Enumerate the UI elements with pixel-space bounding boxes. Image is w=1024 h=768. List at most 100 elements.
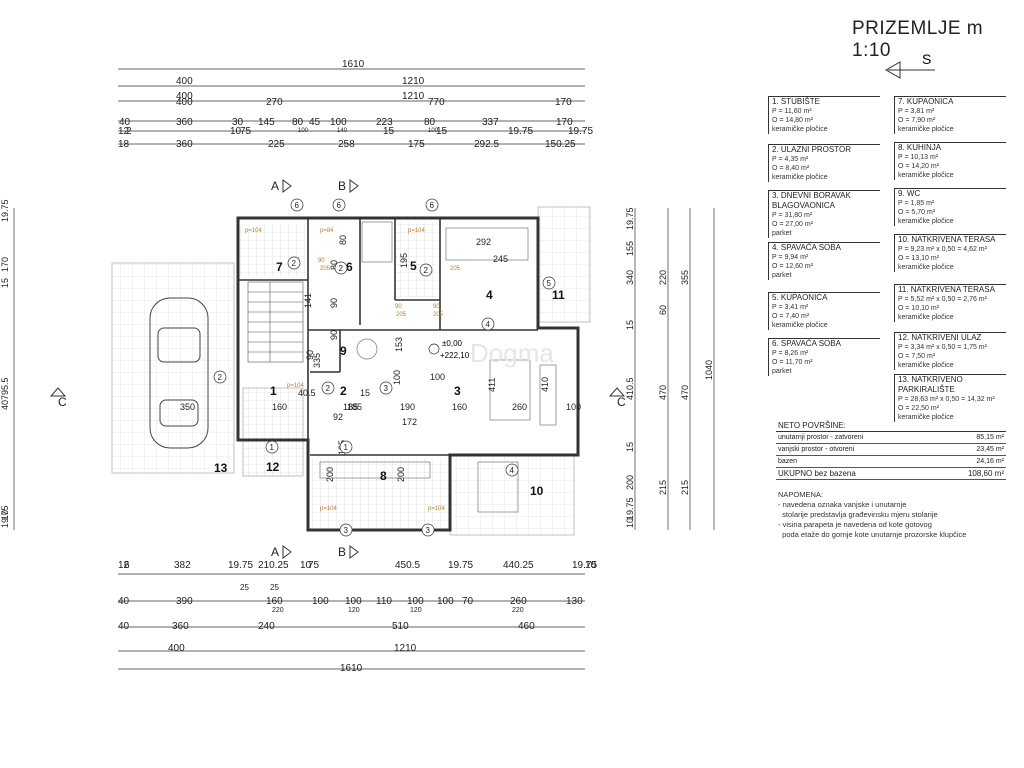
room-legend-area: P = 31,80 m² [768, 211, 880, 220]
room-legend-finish: parket [768, 367, 880, 376]
dim-bottom-row1: 75 [308, 560, 320, 571]
dim-bottom-row1: 19.75 [572, 560, 597, 571]
circle-mark [287, 256, 301, 270]
room-legend-area: P = 28,63 m² x 0,50 = 14,32 m² [894, 395, 1006, 404]
dim-bottom-row1: 440.25 [503, 560, 534, 571]
level-marker: ±0,00 +222,10 [428, 339, 470, 360]
room-legend-area: P = 4,35 m² [768, 155, 880, 164]
circle-mark-label: 2 [326, 384, 331, 393]
covered-terrace-11 [537, 206, 591, 323]
dim-top-row4: 337 [482, 117, 499, 128]
dim-top-row3: 770 [428, 97, 445, 108]
dim-right-2: 470 [658, 385, 668, 400]
dim-right-2: 60 [658, 305, 668, 315]
room-8-tiles [312, 458, 448, 528]
room-number-2: 2 [340, 384, 347, 398]
room-number-13: 13 [214, 461, 228, 475]
notes: NAPOMENA: - navedena oznaka vanjske i un… [778, 490, 1008, 540]
dim-bottom-row2-small: 120 [348, 607, 360, 614]
interior-dim: 411 [487, 378, 497, 392]
dim-top-row4b: 15 [436, 126, 448, 137]
dim-top-row3: 400 [176, 97, 193, 108]
dim-bottom-row1: 10 [300, 560, 312, 571]
interior-dim: 185 [343, 402, 358, 412]
interior-dim: 141 [303, 293, 313, 308]
dim-right-1: 200 [625, 475, 635, 490]
dim-top-total: 1610 [342, 59, 365, 70]
dim-top-row4: 145 [258, 117, 275, 128]
interior-walls [238, 218, 538, 456]
circle-mark-label: 5 [547, 279, 552, 288]
dim-top-row2: 400 [176, 91, 193, 102]
room-legend-name: 12. NATKRIVENI ULAZ [894, 332, 1006, 343]
section-label-c: C [617, 395, 626, 409]
circle-mark [505, 463, 519, 477]
dim-top-row4b: 2 [126, 126, 132, 137]
interior-small-label: 205 [450, 266, 461, 272]
dim-bottom-row2: 100 [407, 596, 424, 607]
dim-right-2: 220 [658, 270, 668, 285]
room-legend-finish: keramičke pločice [894, 263, 1006, 272]
dim-right-2: 215 [658, 480, 668, 495]
room-number-7: 7 [276, 260, 283, 274]
covered-entrance [242, 387, 304, 477]
room-legend-finish: keramičke pločice [768, 173, 880, 182]
circle-mark [213, 370, 227, 384]
parking-area [111, 262, 235, 474]
interior-dim: 40.5 [298, 388, 316, 398]
section-arrow [282, 545, 292, 559]
dim-bottom-row2: 110 [376, 596, 392, 607]
interior-dim: 100 [430, 372, 445, 382]
room-legend-area: P = 1,85 m² [894, 199, 1006, 208]
dim-right-1: 15 [625, 320, 635, 330]
room-legend-finish: keramičke pločice [768, 125, 880, 134]
dim-top-row4: 40 [119, 117, 131, 128]
room-legend-perimeter: O = 5,70 m² [894, 208, 1006, 217]
dim-top-row4-small: 140 [337, 128, 348, 134]
circle-mark [339, 440, 353, 454]
net-total-label: UKUPNO bez bazena [778, 469, 856, 478]
net-total-row: UKUPNO bez bazena 108,60 m² [776, 468, 1006, 480]
room-number-9: 9 [340, 344, 347, 358]
circle-mark [321, 381, 335, 395]
dim-bottom-row1: 450.5 [395, 560, 420, 571]
room-legend-perimeter: O = 11,70 m² [768, 358, 880, 367]
room-legend-perimeter: O = 27,00 m² [768, 220, 880, 229]
circle-mark-label: 6 [295, 201, 300, 210]
interior-dim: 410 [540, 377, 550, 392]
circle-mark [290, 198, 304, 212]
interior-dim: 92 [333, 412, 343, 422]
circle-mark [542, 276, 556, 290]
dim-bottom-row2: 100 [345, 596, 362, 607]
dim-top-row5: 150.25 [545, 139, 576, 150]
bottom-dimensions [118, 573, 585, 670]
dim-bottom-row1: 19.75 [228, 560, 253, 571]
dim-bottom-row3: 40 [118, 621, 130, 632]
room-legend-name: 9. WC [894, 188, 1006, 199]
circle-mark [332, 198, 346, 212]
dim-bottom-row2: 40 [118, 596, 130, 607]
interior-small-label: p=104 [408, 228, 426, 234]
dim-right-1: 19.75 [625, 497, 635, 520]
circle-mark-label: 1 [270, 443, 275, 452]
interior-dim: 335 [312, 353, 322, 368]
notes-title: NAPOMENA: [778, 490, 824, 499]
circle-mark-label: 2 [292, 259, 297, 268]
dim-top-row5: 175 [408, 139, 425, 150]
section-label-a: A [271, 545, 279, 559]
dim-top-row4: 360 [176, 117, 193, 128]
dim-top-row4: 170 [556, 117, 573, 128]
net-row-label: unutarnji prostor - zatvoreni [778, 434, 864, 441]
dim-top-row4b: 19.75 [568, 126, 593, 137]
interior-dim: 80 [338, 235, 348, 245]
dim-top-row4b: 12 [118, 126, 130, 137]
net-row-value: 85,15 m² [976, 434, 1004, 441]
section-arrow [49, 387, 67, 397]
interior-dim: 190 [400, 402, 415, 412]
interior-dim: 185 [347, 402, 362, 412]
